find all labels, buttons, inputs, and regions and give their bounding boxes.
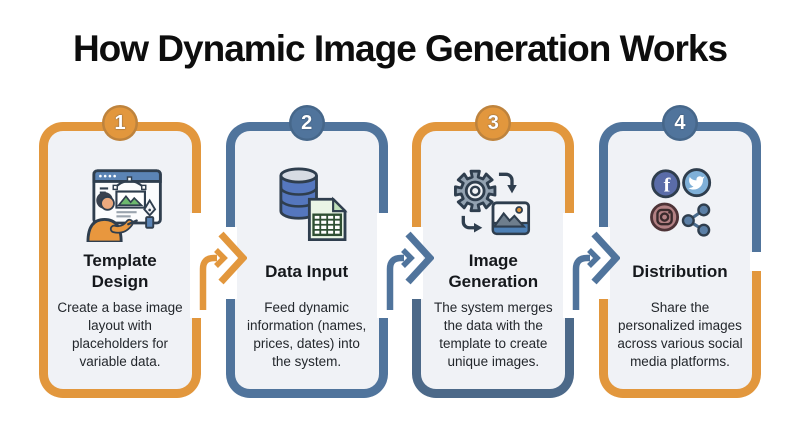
card-body: Template Design Create a base image layo…	[48, 131, 192, 389]
image-generation-icon	[447, 163, 539, 245]
card-body: Data Input Feed dynamic information (nam…	[234, 131, 379, 389]
step-number: 4	[674, 112, 686, 134]
step-title: Data Input	[265, 261, 349, 281]
step-description: Create a base image layout with placehol…	[57, 300, 183, 369]
steps-row: 1	[39, 105, 763, 398]
template-design-icon-svg	[86, 169, 162, 242]
border-gap-left	[223, 226, 237, 299]
border-gap-left	[410, 226, 424, 299]
image-generation-icon-svg	[454, 169, 531, 236]
step-number: 1	[114, 112, 126, 134]
border-gap-right	[749, 251, 763, 272]
card-body: f	[607, 131, 752, 389]
card-border: 1	[39, 105, 203, 398]
template-design-icon	[74, 163, 166, 245]
card-border: 4 f	[596, 105, 763, 398]
page-title: How Dynamic Image Generation Works	[72, 28, 728, 69]
step-title: Template Design	[83, 251, 157, 291]
card-border: 3	[410, 105, 577, 398]
border-gap-left	[596, 226, 610, 299]
step-number-badge: 3	[475, 105, 512, 141]
step-number-badge: 4	[661, 105, 698, 141]
share-icon	[681, 203, 711, 237]
twitter-icon	[682, 168, 712, 198]
step-description: Feed dynamic information (names, prices,…	[247, 300, 367, 369]
step-title: Distribution	[632, 261, 728, 281]
card-border: 2	[223, 105, 390, 398]
svg-text:f: f	[664, 175, 671, 197]
data-input-icon	[261, 163, 353, 245]
border-gap-right	[563, 213, 577, 318]
step-card-image-generation: 3	[410, 105, 621, 398]
data-input-icon-svg	[279, 167, 348, 242]
card-body: Image Generation The system merges the d…	[421, 131, 566, 389]
step-card-distribution: 4 f	[596, 105, 763, 398]
distribution-icon: f	[634, 163, 726, 245]
step-card-template-design: 1	[39, 105, 247, 398]
distribution-icon-svg: f	[650, 168, 712, 237]
border-gap-right	[376, 213, 390, 318]
step-number-badge: 2	[288, 105, 325, 141]
facebook-icon: f	[651, 169, 681, 199]
step-number: 3	[487, 112, 499, 134]
step-description: Share the personalized images across var…	[617, 300, 743, 369]
border-gap-right	[190, 213, 203, 318]
step-number: 2	[301, 112, 313, 134]
step-description: The system merges the data with the temp…	[434, 300, 553, 369]
step-card-data-input: 2	[223, 105, 434, 398]
step-number-badge: 1	[102, 105, 138, 141]
step-title: Image Generation	[448, 251, 539, 291]
instagram-icon	[650, 202, 680, 232]
